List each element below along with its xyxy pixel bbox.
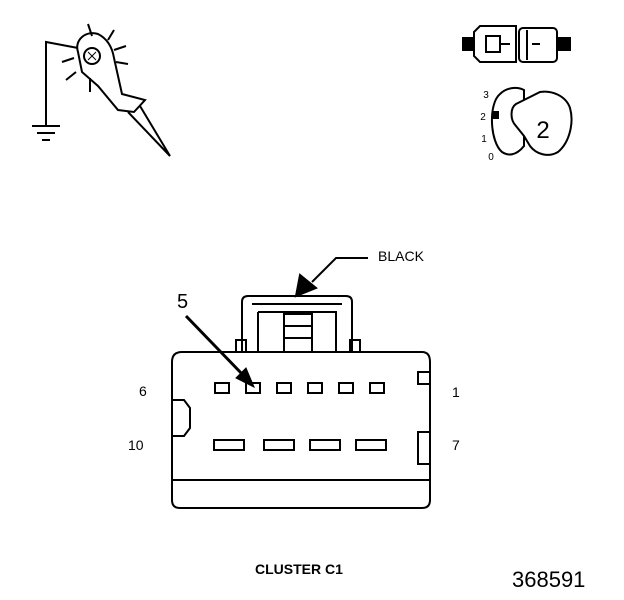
pin-cavity-2 [338, 382, 354, 394]
pin-cavity-3 [307, 382, 323, 394]
connector-name-label: CLUSTER C1 [255, 561, 343, 577]
key-position-3: 3 [483, 90, 489, 101]
pin-cavity-7 [355, 439, 387, 451]
key-position-0: 0 [488, 152, 494, 163]
pin-cavities-top-row [214, 382, 385, 394]
bottom-row-right-pin-label: 7 [452, 437, 460, 453]
bottom-row-left-pin-label: 10 [128, 437, 144, 453]
pin-cavity-5 [245, 382, 261, 394]
pin-cavities-bottom-row [213, 439, 387, 451]
pointer-pin-label: 5 [177, 291, 189, 313]
pin-pointer-arrow [184, 314, 255, 389]
test-light-probe-icon [32, 23, 171, 157]
disconnected-connector-icon [462, 25, 571, 63]
pin-cavity-6 [214, 382, 230, 394]
top-row-left-pin-label: 6 [139, 383, 147, 399]
figure-number: 368591 [512, 567, 586, 592]
key-position-2: 2 [480, 112, 486, 123]
connector-color-label: BLACK [378, 248, 424, 264]
pin-cavity-8 [309, 439, 341, 451]
top-row-right-pin-label: 1 [452, 384, 460, 400]
ignition-key-icon [490, 86, 573, 156]
key-position-current: 2 [536, 117, 549, 144]
pin-cavity-1 [369, 382, 385, 394]
pin-cavity-9 [263, 439, 295, 451]
color-leader-arrow [294, 257, 368, 298]
connector-body [171, 295, 431, 509]
pin-cavity-10 [213, 439, 245, 451]
key-position-1: 1 [481, 134, 487, 145]
pin-cavity-4 [276, 382, 292, 394]
